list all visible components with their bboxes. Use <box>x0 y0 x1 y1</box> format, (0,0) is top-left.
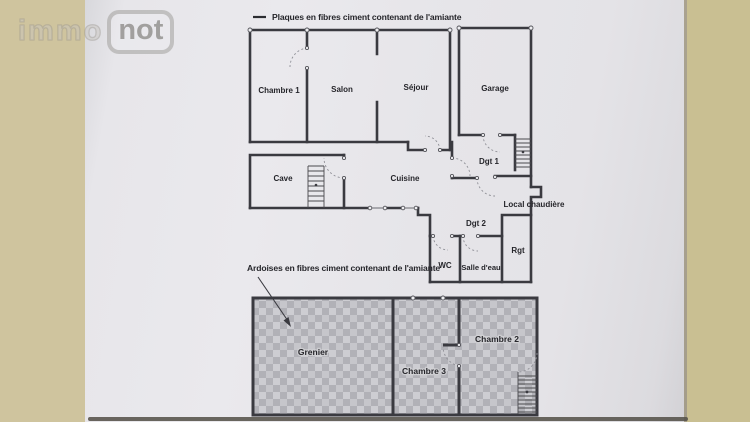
room-label-grenier: Grenier <box>298 347 329 357</box>
room-label-chambre-2: Chambre 2 <box>475 334 519 344</box>
attic-walls <box>391 298 461 415</box>
room-label-salon: Salon <box>331 85 353 94</box>
attic-block: Grenier Chambre 3 Chambre 2 <box>251 295 539 417</box>
legend-plaques-label: Plaques en fibres ciment contenant de l'… <box>272 12 462 22</box>
legend-ardoises: Ardoises en fibres ciment contenant de l… <box>247 263 441 327</box>
room-label-dgt-1: Dgt 1 <box>479 157 500 166</box>
page-bottom-edge <box>88 417 688 421</box>
room-label-dgt-2: Dgt 2 <box>466 219 487 228</box>
room-label-cuisine: Cuisine <box>391 174 420 183</box>
immonot-logo-immo: immo <box>17 14 104 47</box>
ardoises-arrow-line <box>257 276 289 322</box>
wall-joint-markers <box>247 25 534 239</box>
room-label-chambre-1: Chambre 1 <box>258 86 300 95</box>
ground-floor-labels: Chambre 1 Salon Séjour Garage Cave Cuisi… <box>258 83 565 272</box>
paper-edge-shadow <box>684 0 687 422</box>
ardoises-arrowhead-icon <box>283 317 291 327</box>
room-label-chambre-3: Chambre 3 <box>402 366 446 376</box>
immonot-logo: immo not <box>10 10 175 54</box>
room-label-garage: Garage <box>481 84 509 93</box>
stairs-cave-icon <box>307 165 325 208</box>
immonot-logo-not: not <box>107 10 175 54</box>
room-label-sejour: Séjour <box>404 83 429 92</box>
room-label-local-chaudiere: Local chaudière <box>504 200 565 209</box>
attic-door-arcs <box>442 346 538 373</box>
room-label-wc: WC <box>438 261 452 270</box>
legend-plaques: Plaques en fibres ciment contenant de l'… <box>253 12 462 22</box>
background-right <box>687 0 750 422</box>
room-label-cave: Cave <box>273 174 293 183</box>
legend-ardoises-label: Ardoises en fibres ciment contenant de l… <box>247 263 440 273</box>
room-label-salle-eau: Salle d'eau <box>461 263 501 272</box>
room-label-rgt: Rgt <box>511 246 525 255</box>
background-left <box>0 0 85 422</box>
attic-wall-joints <box>410 295 462 369</box>
stairs-dgt1-icon <box>515 138 531 168</box>
stairs-attic-icon <box>517 372 537 414</box>
ground-floor-walls <box>248 26 543 284</box>
